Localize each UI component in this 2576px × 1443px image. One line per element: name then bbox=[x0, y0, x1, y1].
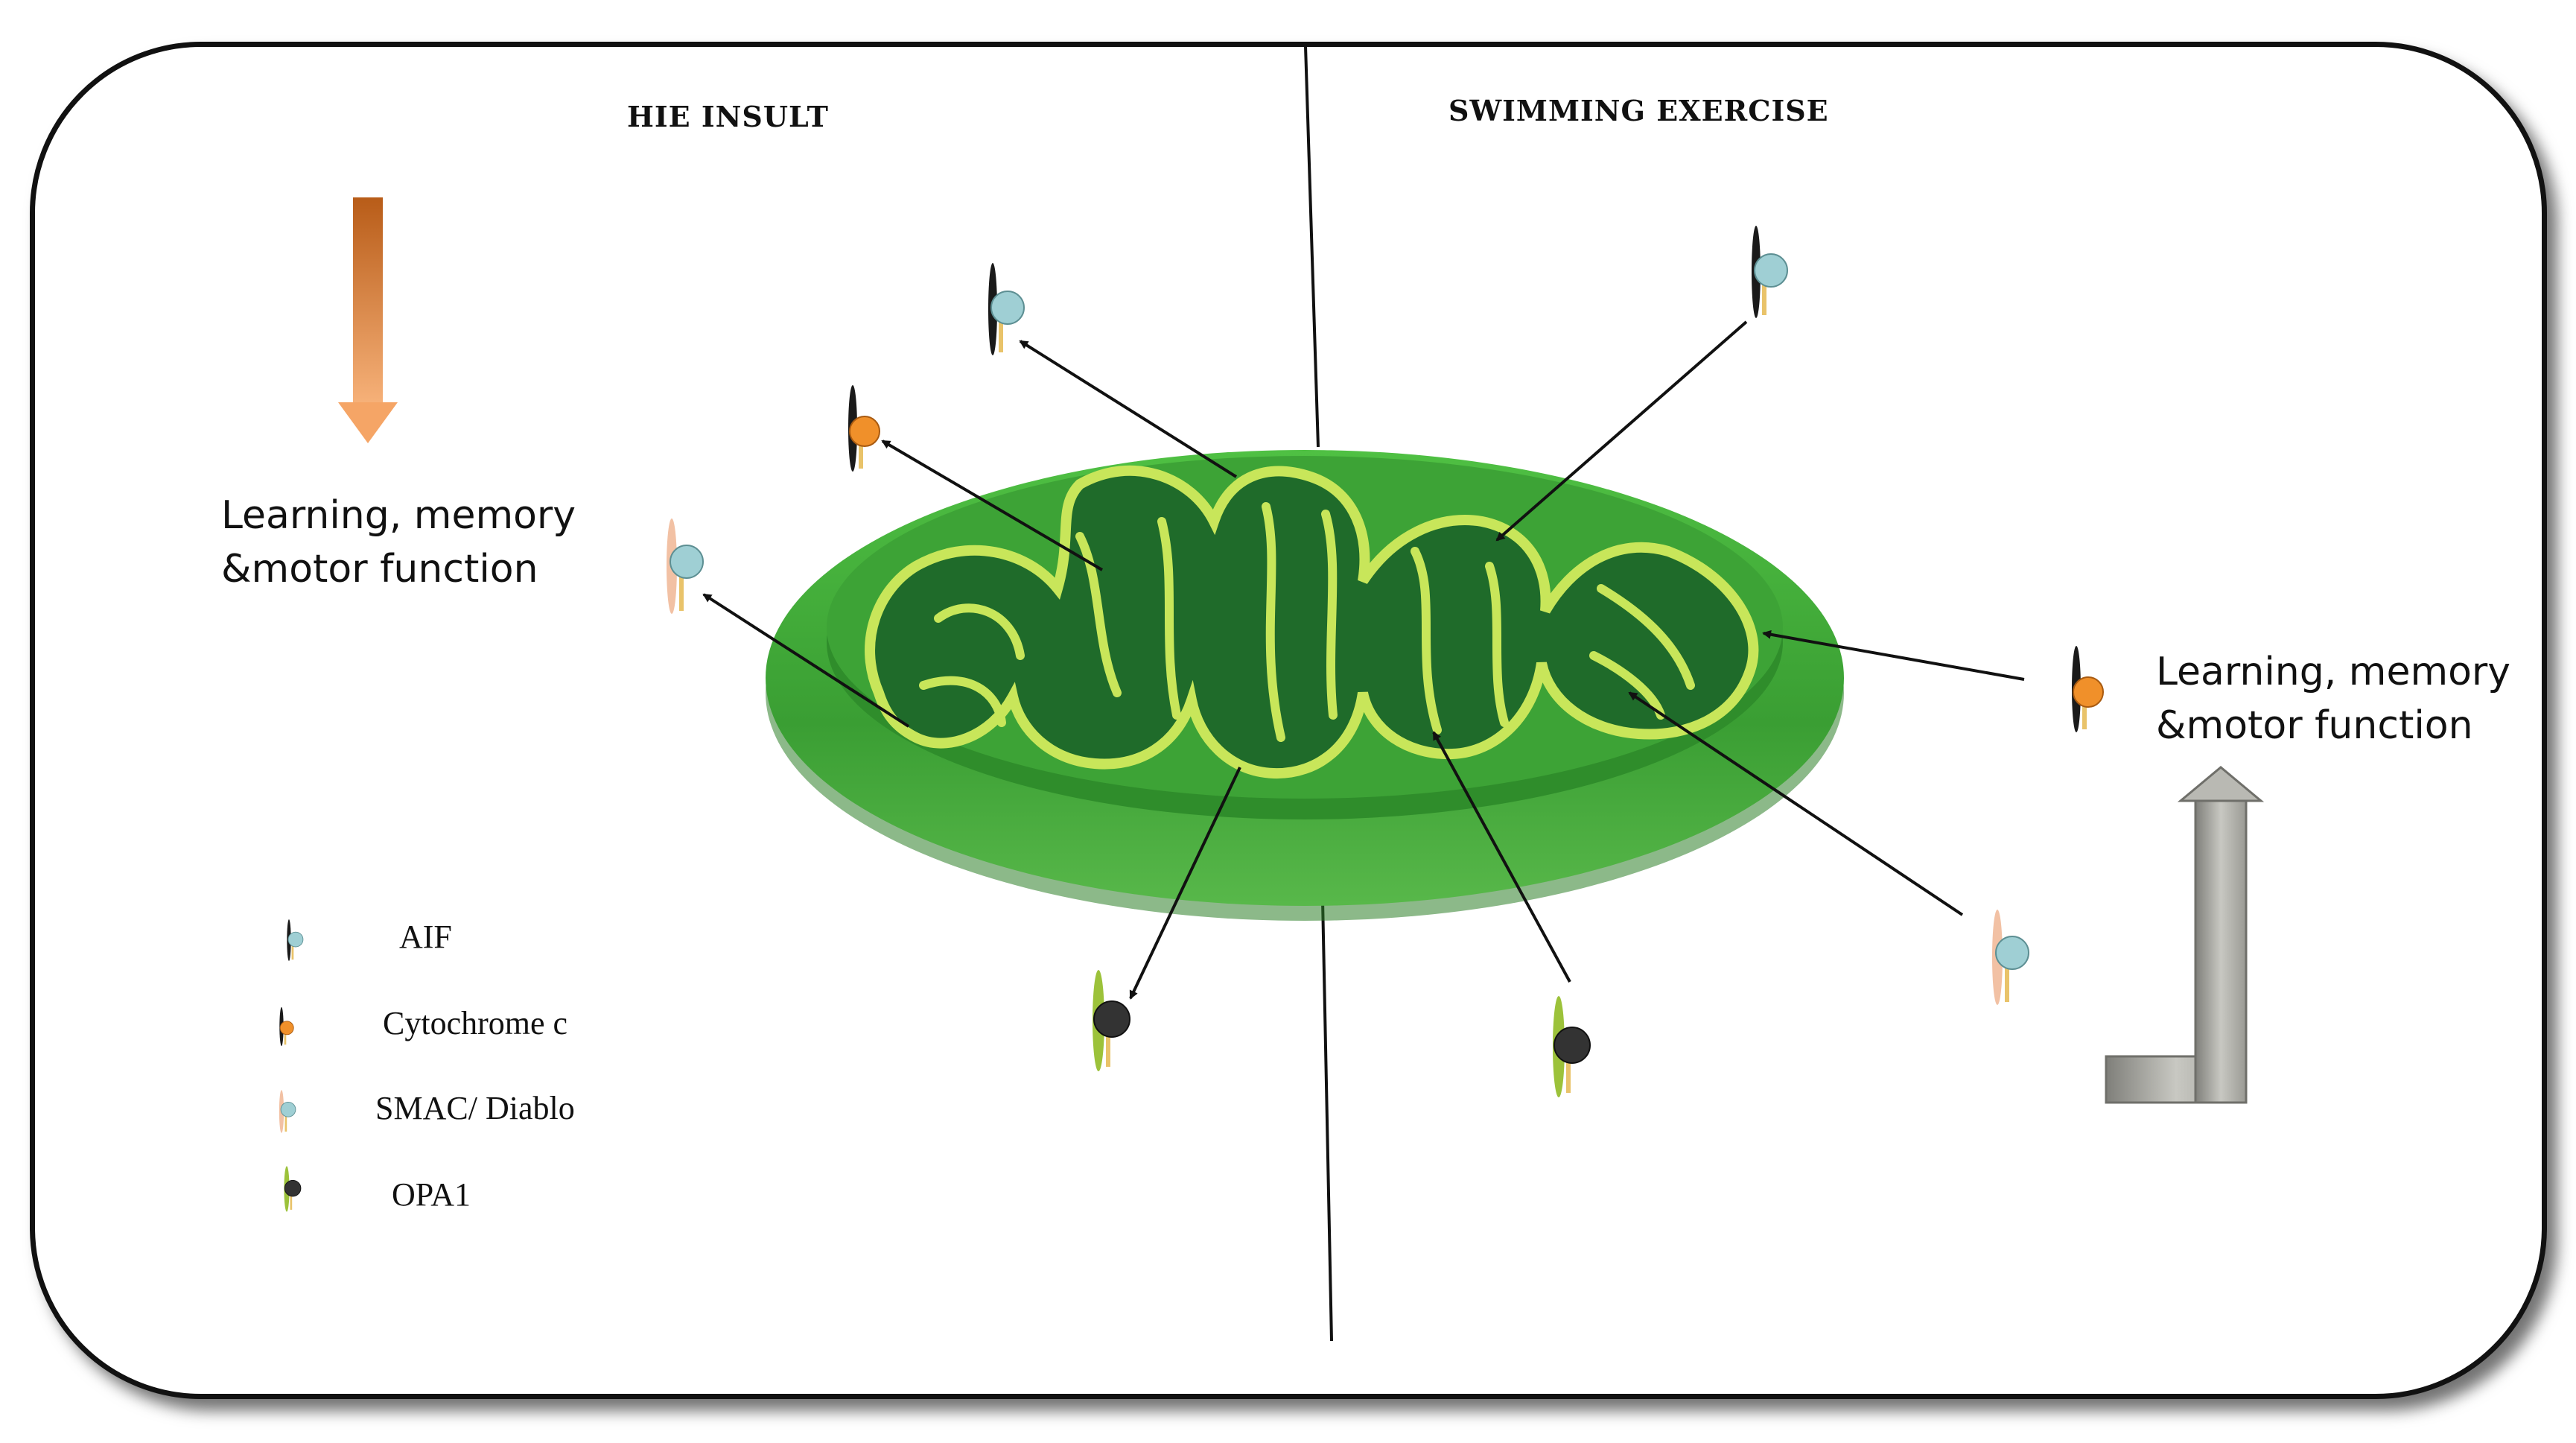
hie-insult-title: HIE INSULT bbox=[627, 100, 829, 133]
arrow-from-opa-right bbox=[1432, 731, 1571, 983]
legend-icons bbox=[279, 919, 304, 1213]
increase-arrow bbox=[2105, 766, 2265, 1104]
opa1-icon bbox=[283, 1165, 302, 1213]
smac-diablo-protein-left bbox=[666, 518, 704, 615]
legend-smac-diablo-label: SMAC/ Diablo bbox=[375, 1090, 575, 1126]
arrow-from-cyt-right bbox=[1762, 629, 2025, 681]
smac-diablo-protein-right bbox=[1991, 909, 2029, 1006]
aif-protein-right bbox=[1751, 225, 1788, 319]
arrow-from-aif-right bbox=[1495, 320, 1748, 542]
arrow-to-opa-left bbox=[1129, 767, 1241, 1000]
smac-diablo-icon bbox=[279, 1089, 296, 1134]
aif-protein-left bbox=[988, 262, 1025, 356]
right-outcome-text: Learning, memory &motor function bbox=[2156, 650, 2511, 748]
cytochrome-c-protein-left bbox=[847, 384, 880, 472]
cytochrome-c-protein-right bbox=[2071, 645, 2104, 733]
left-outcome-text: Learning, memory &motor function bbox=[221, 493, 576, 592]
opa1-protein-left bbox=[1092, 969, 1130, 1072]
divider-bottom bbox=[1321, 899, 1333, 1342]
mitochondrion bbox=[766, 450, 1844, 921]
arrow-from-smac-right bbox=[1628, 691, 1964, 916]
divider-top bbox=[1304, 45, 1320, 448]
opa1-protein-right bbox=[1552, 995, 1591, 1098]
legend-cytochrome-c-label: Cytochrome c bbox=[383, 1005, 568, 1041]
arrow-to-smac-left bbox=[702, 593, 910, 728]
arrow-to-aif-left bbox=[1019, 340, 1238, 478]
decrease-arrow bbox=[338, 197, 398, 443]
legend-opa1-label: OPA1 bbox=[392, 1176, 471, 1213]
cytochrome-c-icon bbox=[279, 1006, 294, 1047]
swimming-exercise-title: SWIMMING EXERCISE bbox=[1448, 94, 1829, 127]
arrow-to-cyt-left bbox=[881, 440, 1104, 571]
mitochondrion-matrix bbox=[865, 465, 1759, 779]
release-arrows bbox=[702, 320, 2025, 1000]
legend-aif-label: AIF bbox=[399, 919, 452, 955]
aif-icon bbox=[286, 919, 304, 962]
